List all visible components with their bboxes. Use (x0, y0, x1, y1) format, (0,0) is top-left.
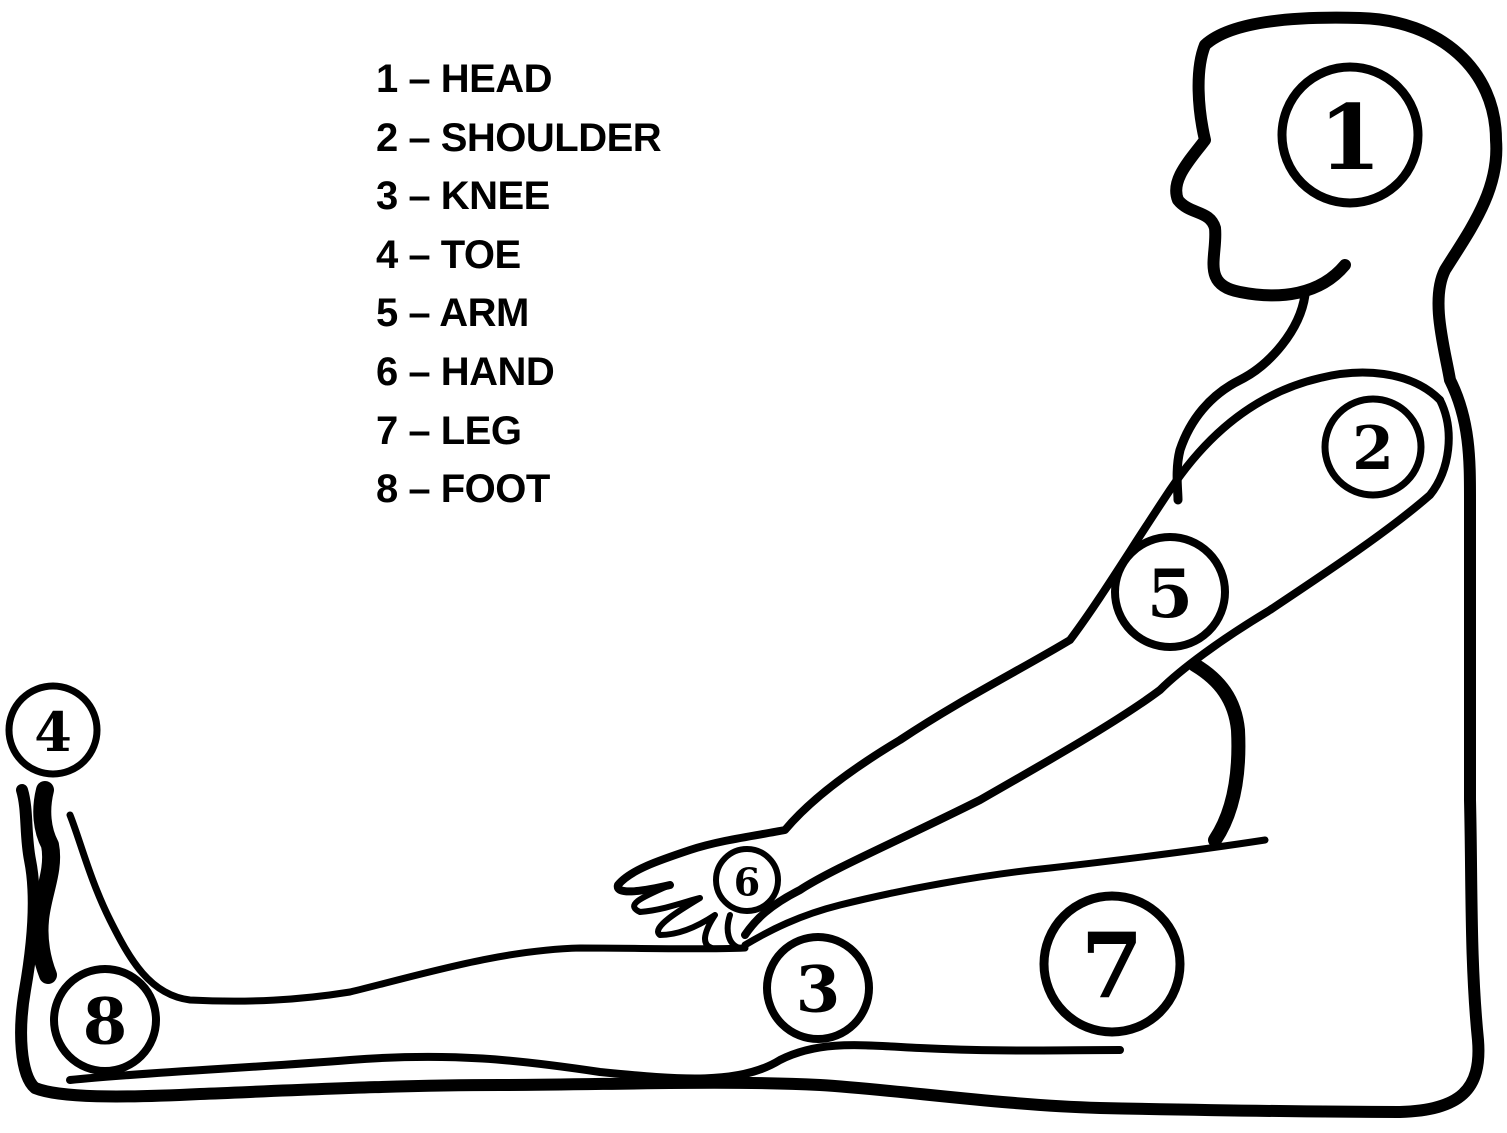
marker-knee: 3 (767, 937, 869, 1039)
legend-item-shoulder: 2 – SHOULDER (376, 113, 661, 172)
marker-head: 1 (1282, 67, 1418, 203)
legend-item-toe: 4 – TOE (376, 230, 661, 289)
calf-outline (70, 1045, 1120, 1080)
legend-item-arm: 5 – ARM (376, 288, 661, 347)
marker-leg: 7 (1044, 896, 1180, 1032)
legend-item-knee: 3 – KNEE (376, 171, 661, 230)
marker-arm-number: 5 (1147, 555, 1193, 633)
legend-list: 1 – HEAD 2 – SHOULDER 3 – KNEE 4 – TOE 5… (376, 54, 661, 523)
marker-toe-number: 4 (34, 700, 72, 764)
shin-outline (70, 815, 745, 1001)
marker-knee-number: 3 (796, 953, 841, 1028)
legend-item-hand: 6 – HAND (376, 347, 661, 406)
marker-shoulder: 2 (1325, 399, 1421, 495)
neck-outline (1177, 295, 1305, 500)
legend-item-head: 1 – HEAD (376, 54, 661, 113)
marker-arm: 5 (1115, 537, 1225, 647)
marker-foot: 8 (54, 969, 156, 1071)
upper-arm-outline (618, 373, 1440, 892)
marker-toe: 4 (9, 686, 97, 774)
marker-foot-number: 8 (83, 985, 128, 1060)
body-silhouette (21, 18, 1496, 1112)
thigh-outline (745, 840, 1265, 945)
legend-item-leg: 7 – LEG (376, 406, 661, 465)
marker-hand: 6 (716, 849, 778, 911)
marker-hand-number: 6 (734, 860, 760, 905)
marker-head-number: 1 (1319, 85, 1382, 191)
back-outline (21, 18, 1496, 1112)
toe-outline (39, 790, 51, 975)
marker-leg-number: 7 (1081, 913, 1144, 1019)
marker-shoulder-number: 2 (1352, 414, 1394, 484)
legend-item-foot: 8 – FOOT (376, 464, 661, 523)
seat-outline (1195, 665, 1238, 840)
